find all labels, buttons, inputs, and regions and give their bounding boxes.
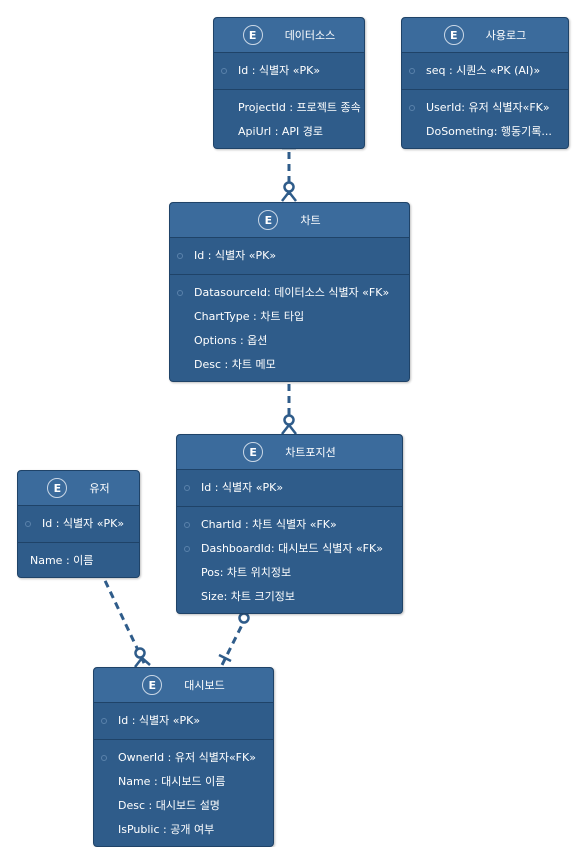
fk-icon [409,105,415,111]
pk-row: Id : 식별자 «PK» [214,59,364,83]
attr-row: Desc : 차트 메모 [194,358,276,371]
entity-badge-icon: E [47,478,68,498]
zero-many-marker-dashboard-user [134,647,146,659]
pk-row: Id : 식별자 «PK» [94,709,273,733]
attr-row: ApiUrl : API 경로 [238,125,324,138]
pk-row: seq : 시퀀스 «PK (AI)» [402,59,568,83]
attr-row: Name : 이름 [30,554,94,567]
key-icon [177,253,183,259]
pk-row: Id : 식별자 «PK» [18,512,139,536]
attr-row: Options : 옵션 [194,334,268,347]
pk-row: Id : 식별자 «PK» [170,244,409,268]
attr-row: UserId: 유저 식별자«FK» [402,96,568,120]
attr-row: ChartType : 차트 타입 [194,310,305,323]
entity-badge-icon: E [443,25,464,45]
entity-badge-icon: E [142,675,163,695]
fk-icon [184,546,190,552]
entity-header: E 대시보드 [94,668,273,703]
entity-header: E 차트 [170,203,409,238]
attr-row: IsPublic : 공개 여부 [118,823,215,836]
key-icon [184,485,190,491]
attr-row: Pos: 차트 위치정보 [201,566,292,579]
zero-many-marker-chart [283,181,295,193]
entity-header: E 사용로그 [402,18,568,53]
key-icon [25,521,31,527]
entity-title: 데이터소스 [284,29,336,42]
attr-row: Size: 차트 크기정보 [201,590,295,603]
entity-badge-icon: E [242,25,263,45]
fk-icon [184,522,190,528]
attr-row: DoSometing: 행동기록... [426,125,552,138]
zero-many-marker-chartposition-bottom [238,612,250,624]
entity-title: 차트포지션 [285,446,336,459]
entity-badge-icon: E [243,442,264,462]
attr-row: DashboardId: 대시보드 식별자 «FK» [177,537,402,561]
attr-row: ChartId : 차트 식별자 «FK» [177,513,402,537]
attr-row: OwnerId : 유저 식별자«FK» [94,746,273,770]
key-icon [409,68,415,74]
entity-chart[interactable]: E 차트 Id : 식별자 «PK» DatasourceId: 데이터소스 식… [169,202,410,382]
entity-title: 유저 [89,482,110,495]
attr-row: Name : 대시보드 이름 [118,775,226,788]
attr-row: DatasourceId: 데이터소스 식별자 «FK» [170,281,409,305]
pk-row: Id : 식별자 «PK» [177,476,402,500]
entity-badge-icon: E [258,210,279,230]
entity-title: 차트 [300,214,321,227]
entity-user[interactable]: E 유저 Id : 식별자 «PK» Name : 이름 [17,470,140,578]
entity-datasource[interactable]: E 데이터소스 Id : 식별자 «PK» ProjectId : 프로젝트 종… [213,17,365,149]
entity-title: 사용로그 [485,29,527,42]
key-icon [221,68,227,74]
one-marker-dashboard [218,653,232,663]
fk-icon [101,755,107,761]
key-icon [101,718,107,724]
entity-header: E 차트포지션 [177,435,402,470]
fk-icon [177,290,183,296]
zero-many-marker-chartposition [283,414,295,426]
attr-row: ProjectId : 프로젝트 종속 [238,101,361,114]
entity-header: E 유저 [18,471,139,506]
entity-usagelog[interactable]: E 사용로그 seq : 시퀀스 «PK (AI)» UserId: 유저 식별… [401,17,569,149]
attr-row: Desc : 대시보드 설명 [118,799,220,812]
entity-dashboard[interactable]: E 대시보드 Id : 식별자 «PK» OwnerId : 유저 식별자«FK… [93,667,274,847]
entity-chartposition[interactable]: E 차트포지션 Id : 식별자 «PK» ChartId : 차트 식별자 «… [176,434,403,614]
entity-title: 대시보드 [184,679,225,692]
entity-header: E 데이터소스 [214,18,364,53]
